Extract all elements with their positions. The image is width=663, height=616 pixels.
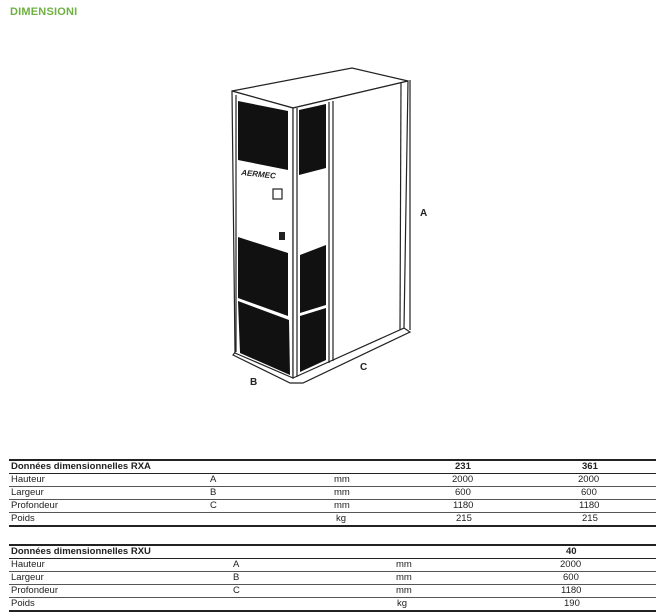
row-dim: B	[210, 487, 217, 498]
dimension-label-c: C	[360, 362, 367, 373]
row-unit: mm	[396, 559, 412, 570]
row-label: Profondeur	[11, 500, 59, 511]
row-value: 1180	[561, 585, 582, 596]
row-unit: mm	[396, 585, 412, 596]
table-row: Profondeur C mm 1180	[9, 585, 656, 598]
dimension-label-a: A	[420, 208, 427, 219]
row-dim: C	[210, 500, 217, 511]
row-dim: A	[233, 559, 240, 570]
row-value: 600	[455, 487, 471, 498]
row-unit: mm	[396, 572, 412, 583]
table-row: Hauteur A mm 2000 2000	[9, 474, 656, 487]
table-row: Profondeur C mm 1180 1180	[9, 500, 656, 513]
switch-icon	[279, 232, 285, 240]
row-label: Poids	[11, 513, 35, 524]
table-row: Hauteur A mm 2000	[9, 559, 656, 572]
dimensions-table-rxu: Données dimensionnelles RXU 40 Hauteur A…	[9, 544, 656, 612]
row-unit: mm	[334, 474, 350, 485]
front-bottom-grille	[238, 301, 290, 375]
row-value: 600	[563, 572, 579, 583]
row-value: 600	[581, 487, 597, 498]
model-header: 40	[566, 546, 577, 557]
dimension-label-b: B	[250, 377, 257, 388]
model-header: 361	[582, 461, 598, 472]
side-lower-grille	[300, 245, 326, 313]
row-value: 215	[582, 513, 598, 524]
row-dim: C	[233, 585, 240, 596]
row-value: 190	[564, 598, 580, 609]
front-upper-grille	[238, 101, 288, 170]
side-upper-grille	[299, 104, 326, 175]
row-label: Hauteur	[11, 559, 45, 570]
display-panel-icon	[272, 188, 283, 200]
row-label: Largeur	[11, 487, 44, 498]
row-label: Poids	[11, 598, 35, 609]
table-row: Poids kg 190	[9, 598, 656, 610]
row-label: Hauteur	[11, 474, 45, 485]
row-value: 2000	[578, 474, 600, 485]
dimensions-table-rxa: Données dimensionnelles RXA 231 361 Haut…	[9, 459, 656, 527]
row-unit: mm	[334, 500, 350, 511]
table-row: Poids kg 215 215	[9, 513, 656, 525]
unit-dimension-drawing: AERMEC A B C	[231, 67, 427, 388]
row-dim: B	[233, 572, 240, 583]
section-title: DIMENSIONI	[10, 6, 78, 18]
table-row: Largeur B mm 600 600	[9, 487, 656, 500]
row-unit: kg	[397, 598, 408, 609]
row-label: Profondeur	[11, 585, 59, 596]
table-title: Données dimensionnelles RXA	[11, 461, 151, 472]
row-value: 2000	[560, 559, 582, 570]
table-header-row: Données dimensionnelles RXA 231 361	[9, 461, 656, 474]
side-bottom-grille	[300, 308, 326, 372]
row-dim: A	[210, 474, 217, 485]
row-value: 215	[456, 513, 472, 524]
table-title: Données dimensionnelles RXU	[11, 546, 151, 557]
row-value: 1180	[453, 500, 474, 511]
front-lower-grille	[238, 237, 288, 316]
row-unit: kg	[336, 513, 347, 524]
brand-logo: AERMEC	[240, 168, 277, 181]
row-unit: mm	[334, 487, 350, 498]
row-value: 1180	[579, 500, 600, 511]
row-label: Largeur	[11, 572, 44, 583]
row-value: 2000	[452, 474, 474, 485]
table-header-row: Données dimensionnelles RXU 40	[9, 546, 656, 559]
model-header: 231	[455, 461, 471, 472]
table-row: Largeur B mm 600	[9, 572, 656, 585]
